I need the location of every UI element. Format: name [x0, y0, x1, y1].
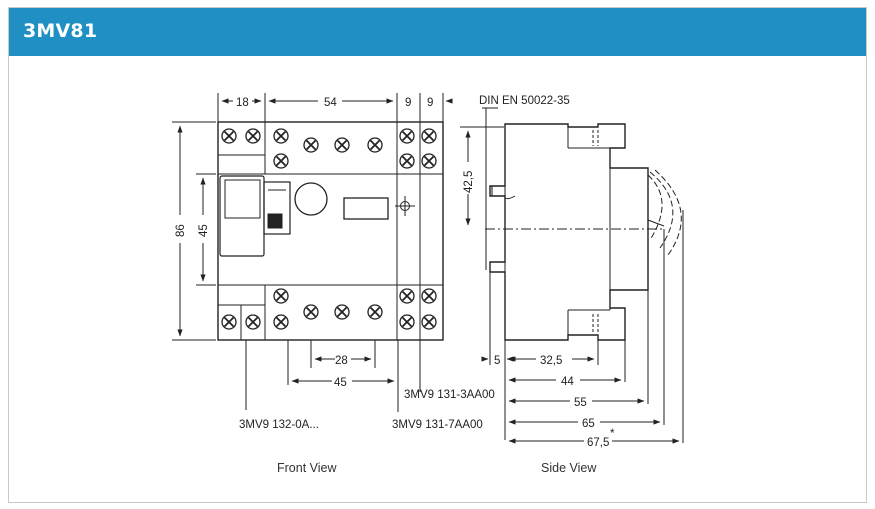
front-view: 18 54 9 9 86 45 28 45 3MV9 132-0A... 3MV… — [172, 93, 495, 475]
part-number-right-1: 3MV9 131-3AA00 — [404, 389, 495, 401]
dim-left-86: 86 — [175, 224, 187, 237]
dim-left-45: 45 — [198, 224, 210, 237]
part-number-left: 3MV9 132-0A... — [239, 419, 319, 431]
device-body-side — [489, 123, 649, 341]
side-view: DIN EN 50022-35 42,5 5 32,5 44 55 65 6 — [460, 95, 684, 475]
figure-card: 3MV81 — [8, 7, 867, 503]
footnote-mark: * — [610, 428, 615, 440]
part-number-right-2: 3MV9 131-7AA00 — [392, 419, 483, 431]
dim-side-32-5: 32,5 — [540, 355, 562, 367]
dim-top-54: 54 — [324, 97, 337, 109]
side-view-caption: Side View — [541, 461, 597, 475]
test-button — [294, 182, 328, 216]
dim-bottom-45: 45 — [334, 377, 347, 389]
dim-bottom-28: 28 — [335, 355, 348, 367]
dim-top-9a: 9 — [405, 97, 411, 109]
dim-side-65: 65 — [582, 418, 595, 430]
page-title: 3MV81 — [23, 20, 98, 42]
terminal-screws-bottom — [221, 288, 437, 330]
header-bar: 3MV81 — [9, 8, 866, 56]
dim-top-9b: 9 — [427, 97, 433, 109]
dim-side-67-5: 67,5 — [587, 437, 609, 449]
device-body-front — [217, 121, 444, 341]
terminal-screws-top — [221, 128, 437, 169]
dim-side-42-5: 42,5 — [463, 171, 475, 193]
front-view-caption: Front View — [277, 461, 337, 475]
dim-top-18: 18 — [236, 97, 249, 109]
dim-side-5: 5 — [494, 355, 500, 367]
label-window — [343, 197, 389, 220]
din-rail-label: DIN EN 50022-35 — [479, 95, 570, 107]
dim-side-44: 44 — [561, 376, 574, 388]
dim-side-55: 55 — [574, 397, 587, 409]
